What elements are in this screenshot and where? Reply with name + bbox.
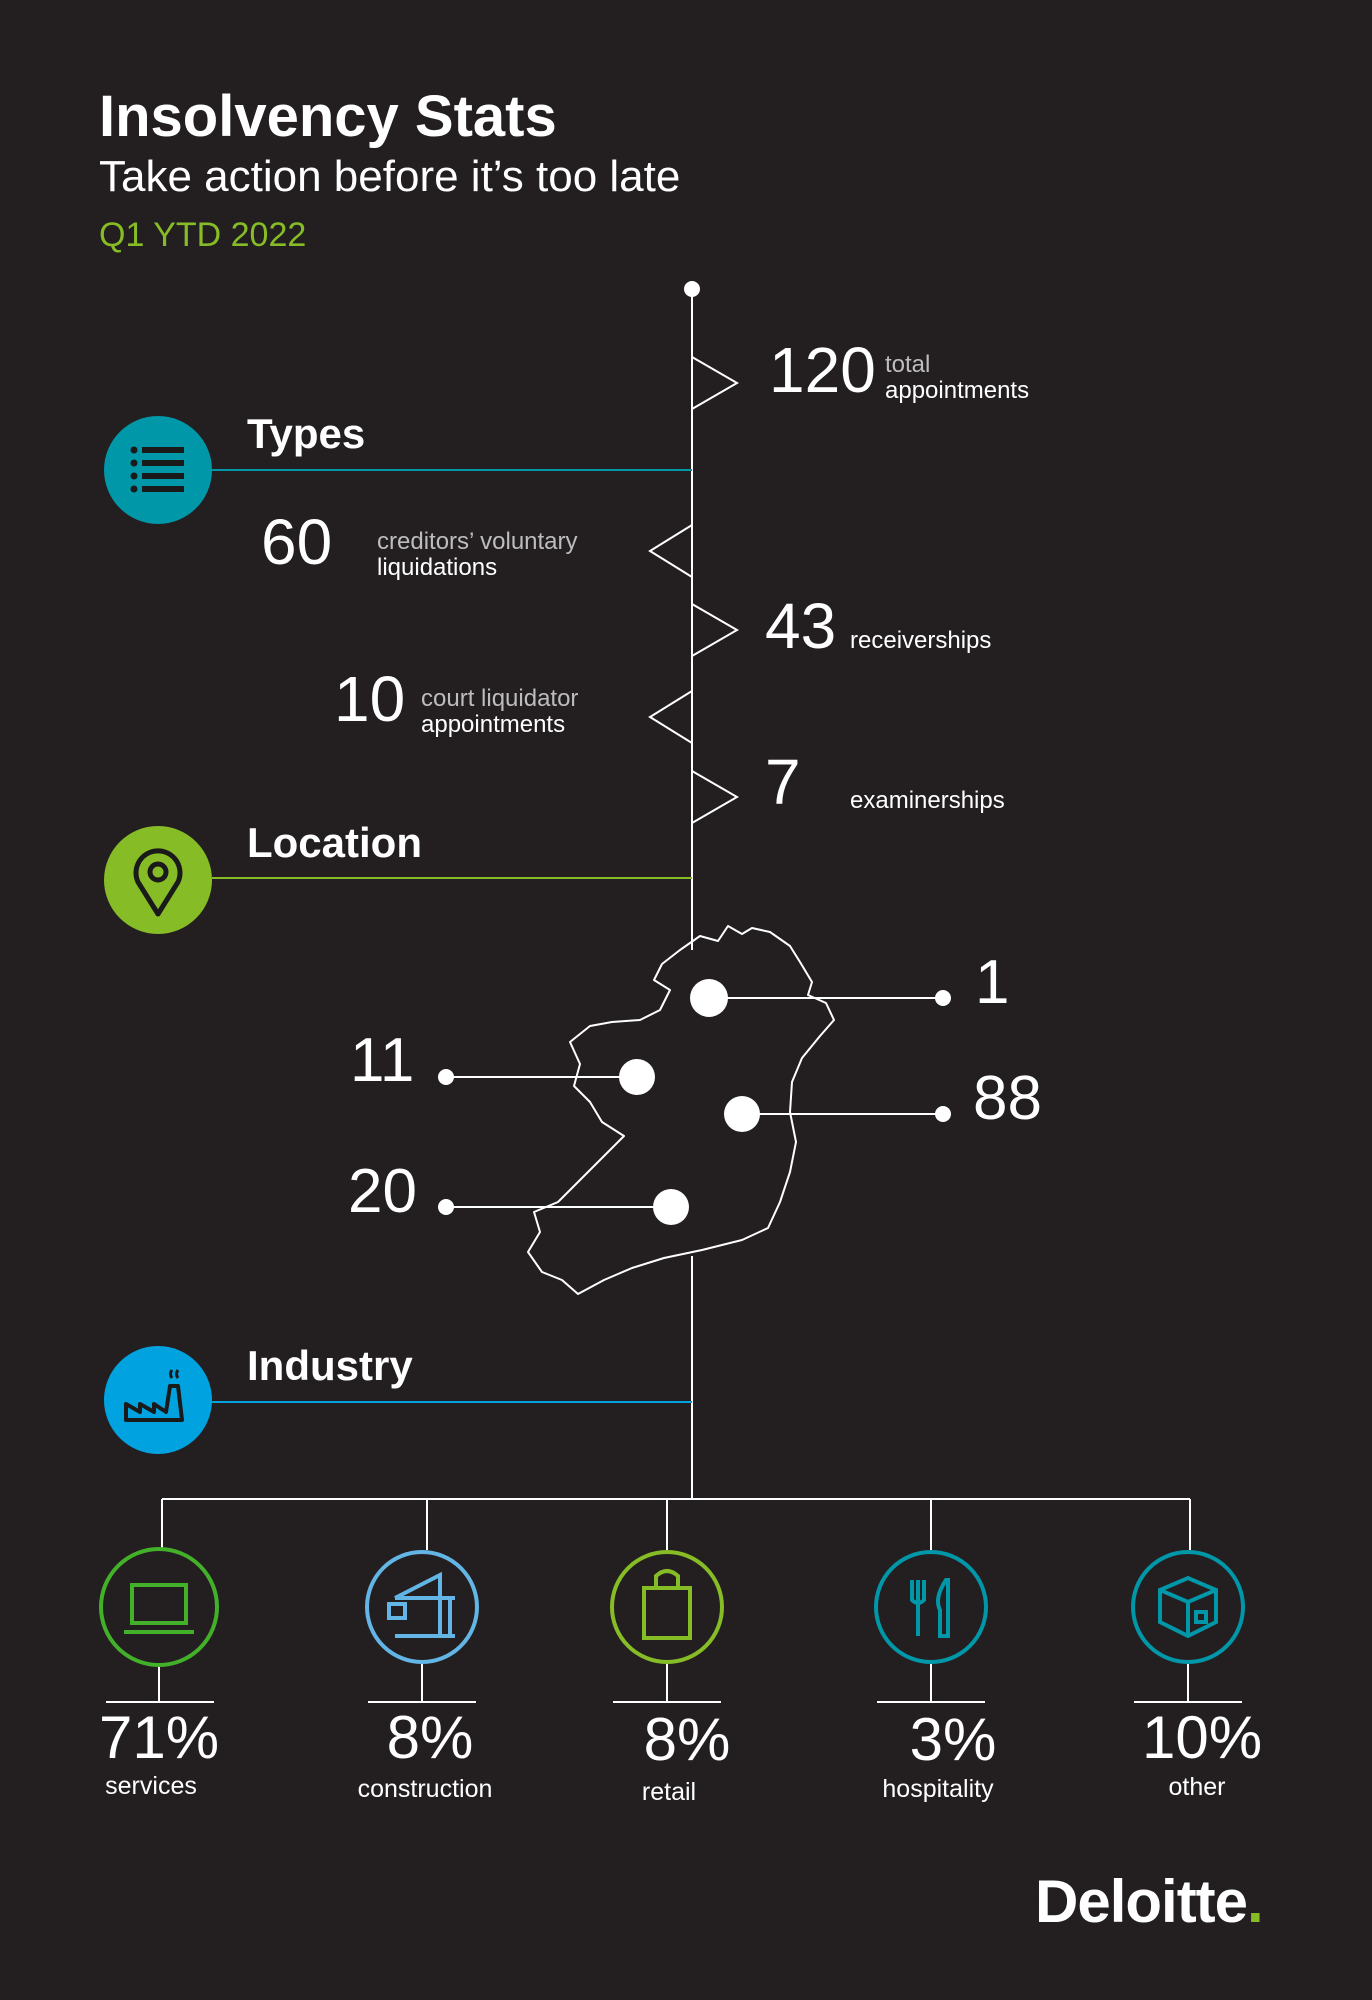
total-value: 120 <box>769 334 876 406</box>
section-location: Location <box>247 819 422 866</box>
industry-label-construction: construction <box>357 1775 493 1803</box>
type-value-court: 10 <box>334 663 406 735</box>
map-pin-icon <box>133 848 183 917</box>
marker-right <box>691 356 739 410</box>
industry-label-retail: retail <box>641 1778 697 1806</box>
map-dot-north <box>690 979 728 1017</box>
region-value-north: 1 <box>975 948 1010 1017</box>
section-industry: Industry <box>247 1342 413 1389</box>
type-value-cvl: 60 <box>261 506 333 578</box>
timeline-start-dot <box>684 281 700 297</box>
industry-badge <box>104 1346 212 1454</box>
region-value-east: 88 <box>973 1064 1042 1133</box>
type-value-examinerships: 7 <box>765 746 801 818</box>
shopping-bag-icon <box>610 1550 724 1664</box>
industry-label-other: other <box>1168 1773 1226 1801</box>
page-title: Insolvency Stats <box>99 84 557 149</box>
page-subtitle: Take action before it’s too late <box>99 152 681 201</box>
marker-right <box>691 770 739 824</box>
location-badge <box>104 826 212 934</box>
marker-left <box>648 690 693 744</box>
marker-right <box>691 603 739 657</box>
map-dot-east <box>724 1096 760 1132</box>
type-value-receiverships: 43 <box>765 590 837 662</box>
types-badge <box>104 416 212 524</box>
fork-knife-icon <box>874 1550 988 1664</box>
marker-left <box>648 524 693 578</box>
deloitte-logo: Deloitte. <box>1035 1868 1264 1935</box>
industry-value-retail: 8% <box>643 1706 731 1773</box>
map-dot-west <box>619 1059 655 1095</box>
industry-value-other: 10% <box>1141 1704 1263 1771</box>
industry-label-services: services <box>105 1772 197 1800</box>
crane-icon <box>365 1550 479 1664</box>
industry-value-construction: 8% <box>386 1704 474 1771</box>
ireland-map <box>527 925 835 1295</box>
region-value-west: 11 <box>350 1026 415 1095</box>
industry-value-hospitality: 3% <box>909 1706 997 1773</box>
period-label: Q1 YTD 2022 <box>99 216 307 254</box>
factory-icon <box>124 1369 184 1422</box>
list-icon <box>130 446 184 493</box>
map-dot-south <box>653 1189 689 1225</box>
laptop-icon <box>99 1547 219 1667</box>
box-icon <box>1131 1550 1245 1664</box>
region-value-south: 20 <box>348 1157 417 1226</box>
type-label-receiverships: receiverships <box>850 627 992 654</box>
industry-value-services: 71% <box>98 1704 220 1771</box>
type-label-examinerships: examinerships <box>850 787 1005 814</box>
industry-label-hospitality: hospitality <box>882 1775 994 1803</box>
section-types: Types <box>247 410 366 457</box>
